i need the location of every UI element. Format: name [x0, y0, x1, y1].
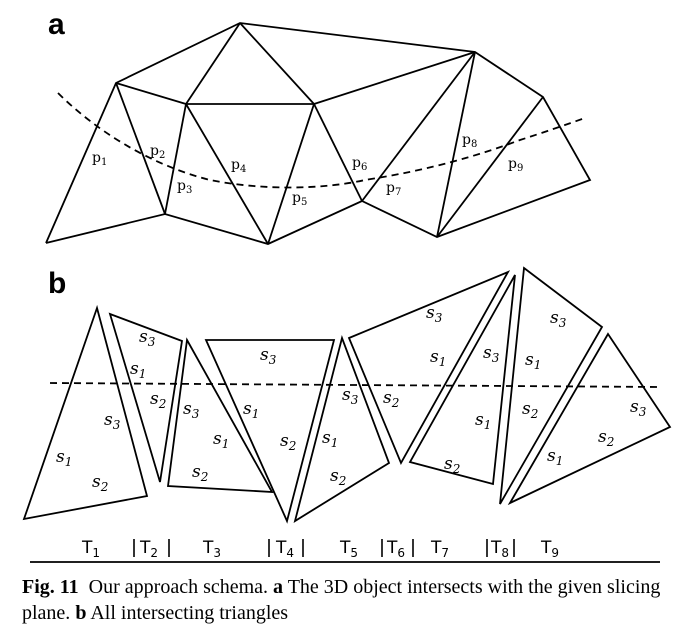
svg-text:T6: T6 — [386, 538, 405, 560]
segment-label: 7 — [441, 546, 449, 560]
svg-text:T7: T7 — [430, 538, 449, 560]
point-label: p9 — [508, 156, 523, 174]
caption-text: All intersecting triangles — [90, 602, 289, 624]
triangle-t2: s3 s1 s2 — [108, 312, 184, 483]
point-label: p8 — [462, 132, 477, 150]
segment-label: 1 — [92, 546, 100, 560]
caption-text: The 3D object intersects with the given … — [22, 576, 661, 624]
point-label: p6 — [352, 155, 367, 173]
segment-label: 3 — [213, 546, 221, 560]
segment-label: 9 — [551, 546, 559, 560]
svg-text:T8: T8 — [490, 538, 509, 560]
segment-ticks — [133, 539, 515, 557]
caption-panel-b: b — [75, 602, 87, 624]
panel-b-label: b — [48, 267, 66, 300]
segment-label: 6 — [397, 546, 405, 560]
segment-label: 2 — [150, 546, 158, 560]
svg-text:T2: T2 — [139, 538, 158, 560]
figure-caption: Fig. 11 Our approach schema. a The 3D ob… — [22, 574, 682, 626]
mesh-edges — [45, 22, 592, 245]
panel-b: b s3 s1 s2 s3 s1 s2 s3 s1 s2 s3 s1 s2 s3 — [22, 266, 672, 563]
slicing-curve — [57, 92, 586, 189]
triangle-t5: s3 s1 s2 — [293, 335, 391, 523]
point-label: p3 — [177, 178, 192, 196]
svg-text:T4: T4 — [275, 538, 294, 560]
triangle-t9: s3 s2 s1 — [507, 332, 672, 506]
svg-text:T9: T9 — [540, 538, 559, 560]
caption-fig-number: Fig. 11 — [22, 576, 79, 598]
triangle-t1: s3 s1 s2 — [22, 304, 149, 521]
point-label: p2 — [150, 143, 165, 161]
segment-label: 4 — [286, 546, 294, 560]
point-label: p1 — [92, 150, 107, 168]
point-label: p7 — [386, 180, 401, 198]
triangle-t7: s3 s1 s2 — [408, 274, 516, 486]
panel-a-label: a — [48, 8, 65, 41]
triangle-t8: s3 s1 s2 — [499, 266, 604, 505]
segment-label: 8 — [501, 546, 509, 560]
svg-text:T5: T5 — [339, 538, 358, 560]
point-label: p4 — [231, 157, 246, 175]
caption-text: Our approach schema. — [88, 576, 269, 598]
triangle-t6: s3 s1 s2 — [347, 270, 511, 466]
segment-label: 5 — [350, 546, 358, 560]
slicing-plane — [49, 382, 661, 388]
triangle-t3: s3 s1 s2 — [166, 337, 274, 493]
caption-panel-a: a — [273, 576, 284, 598]
panel-a: a p1 p2 p3 p4 p5 p6 p7 p8 p9 — [45, 8, 592, 245]
figure: a p1 p2 p3 p4 p5 p6 p7 p8 p9 — [22, 8, 672, 563]
point-label: p5 — [292, 190, 307, 208]
svg-text:T1: T1 — [81, 538, 100, 560]
svg-text:T3: T3 — [202, 538, 221, 560]
